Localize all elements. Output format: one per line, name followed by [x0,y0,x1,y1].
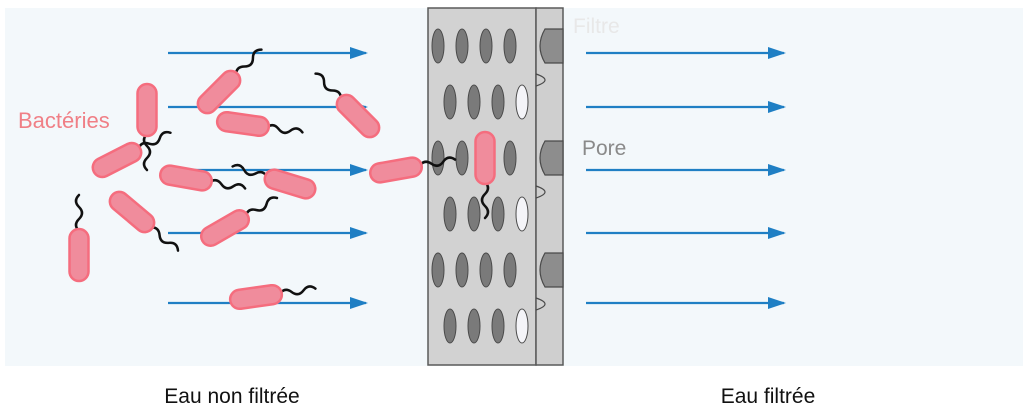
rod-bacterium-icon [215,110,304,138]
bacterium-body [68,227,90,283]
pore-channel [539,252,564,288]
rod-bacterium-icon [228,283,317,311]
bacterium-body [215,110,271,138]
bacterium-body [335,93,381,139]
filter-hole [455,28,469,64]
filter-hole [443,308,457,344]
bacteria-group [68,48,496,311]
filter-hole [491,308,505,344]
rod-bacterium-icon [314,72,381,139]
filter-hole [503,28,517,64]
bacterium-body [159,164,213,192]
filter-hole [443,84,457,120]
filter-face [427,7,537,366]
flagellum [244,196,279,218]
flagellum [142,132,152,172]
filter-hole [443,196,457,232]
bacterium-body [228,283,284,311]
flagellum [418,156,457,168]
rod-bacterium-icon [369,156,457,184]
rod-bacterium-icon [196,48,263,115]
flagellum [149,226,180,252]
filter-hole [431,252,445,288]
pore-channel [539,28,564,64]
flagellum [208,178,247,190]
filtered-flow-arrows [586,47,786,309]
filter-hole [479,28,493,64]
bacterium-body [369,156,423,184]
filter-hole [455,140,469,176]
filter-hole-open [515,196,529,232]
filter-edge-notch [535,297,546,311]
bacterium-body [136,82,158,138]
filter-hole [503,252,517,288]
flagellum [74,193,84,233]
filter-side-pores [535,28,564,311]
filter-hole-open [515,84,529,120]
filter-hole [503,140,517,176]
flagellum [480,180,490,220]
filter-hole [467,308,481,344]
filter-hole-open [515,308,529,344]
bacteria-label: Bactéries [18,108,110,133]
filter-edge-notch [535,73,546,87]
rod-bacterium-icon [199,196,279,247]
filter-hole [431,140,445,176]
filter-hole [491,84,505,120]
filtered-water-label: Eau filtrée [721,385,816,408]
flagellum [314,72,343,101]
filter-edge-notch [535,185,546,199]
filter-label: Filtre [573,15,620,38]
filter-hole [467,84,481,120]
filter-hole [431,28,445,64]
filter-hole [491,196,505,232]
bacterium-body [91,141,143,179]
flagellum [234,48,263,77]
bacterium-body [263,168,317,200]
filter-hole [479,252,493,288]
filter-hole [467,196,481,232]
bacterium-body [196,69,242,115]
flagellum [231,163,269,179]
pore-channel [539,140,564,176]
rod-bacterium-icon [68,193,90,283]
bacterium-body [474,130,496,186]
bacterium-body [108,190,156,234]
rod-bacterium-icon [159,164,247,192]
flagellum [278,285,317,296]
rod-bacterium-icon [91,130,172,179]
rod-bacterium-icon [136,82,158,172]
filter-hole [455,252,469,288]
rod-bacterium-icon [474,130,496,220]
unfiltered-water-label: Eau non filtrée [164,385,299,408]
bacterium-body [199,209,251,247]
filter-side [535,7,564,366]
rod-bacterium-icon [231,163,317,200]
flagellum [265,123,304,135]
pore-label: Pore [582,137,626,160]
rod-bacterium-icon [108,190,180,252]
filter [427,7,564,366]
flagellum [137,130,172,151]
